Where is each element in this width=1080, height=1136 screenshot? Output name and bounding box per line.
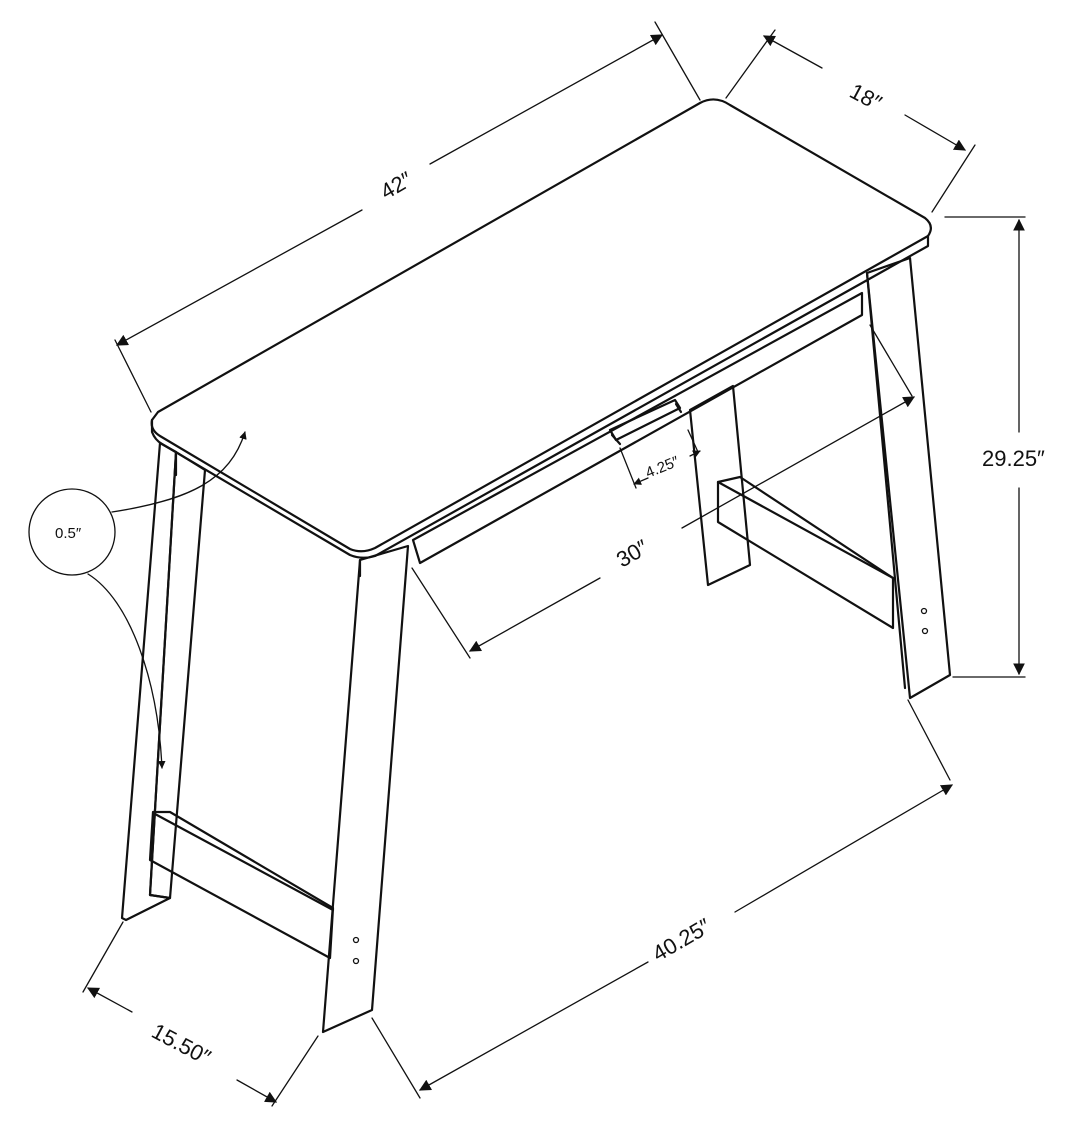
drawer-label: 4.25″	[643, 453, 682, 482]
dimension-base-depth: 15.50″	[82, 921, 319, 1107]
back-right-leg	[865, 256, 952, 700]
dimension-inner-width: 30″	[411, 324, 916, 659]
dimension-base-width: 40.25″	[371, 699, 954, 1099]
thickness-callout-circle	[28, 488, 116, 576]
dimension-width: 42″	[114, 21, 701, 413]
front-left-leg	[120, 441, 207, 922]
dimension-height: 29.25″	[944, 216, 1045, 678]
height-label: 29.25″	[982, 446, 1045, 471]
dimension-drawer: 4.25″	[619, 429, 701, 489]
front-right-leg	[321, 544, 410, 1034]
base-depth-label: 15.50″	[148, 1018, 215, 1070]
dimension-depth: 18″	[725, 29, 976, 213]
width-label: 42″	[376, 166, 417, 204]
drawer-handle	[608, 398, 683, 446]
back-crossbar	[716, 475, 895, 630]
top-thickness-label: 0.5″	[55, 525, 82, 542]
tabletop	[150, 98, 932, 559]
base-width-label: 40.25″	[648, 913, 715, 966]
apron	[411, 291, 864, 565]
inner-width-label: 30″	[612, 534, 653, 572]
depth-label: 18″	[846, 78, 886, 115]
back-left-leg	[688, 384, 752, 587]
dimension-top-thickness: 0.5″	[28, 431, 247, 769]
front-crossbar	[148, 810, 335, 960]
